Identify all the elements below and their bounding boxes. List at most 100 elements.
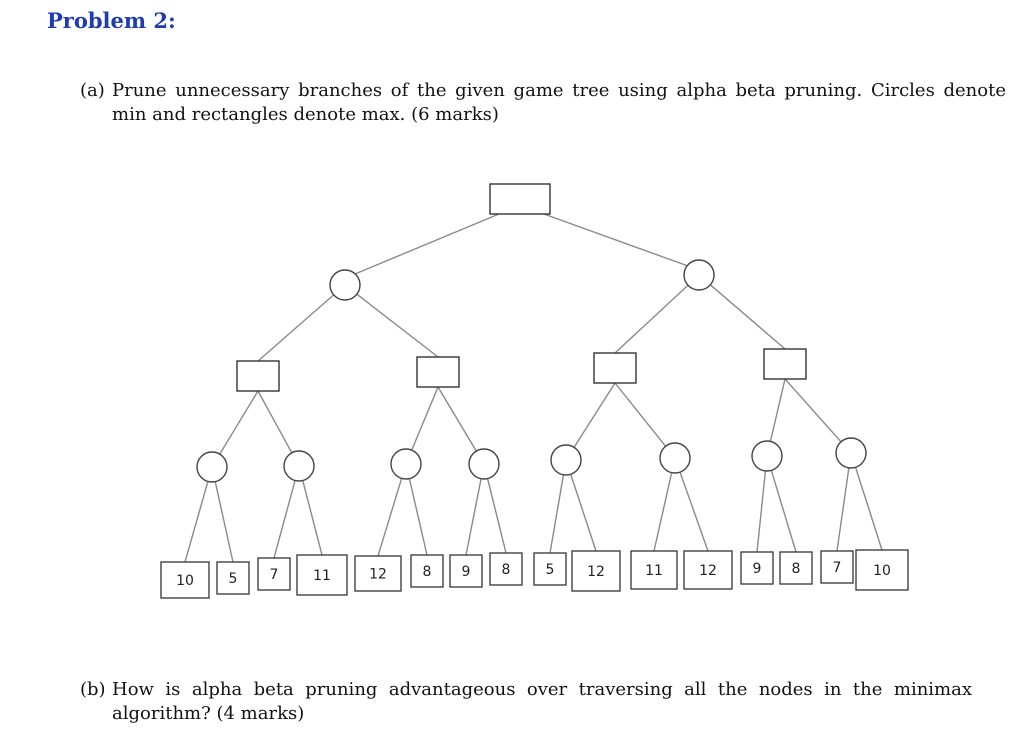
leaf-value: 7: [270, 567, 279, 583]
edge: [836, 467, 850, 552]
leaf-node: 9: [449, 554, 483, 588]
question-part-b: (b) How is alpha beta pruning advantageo…: [80, 678, 980, 728]
leaf-value: 5: [229, 571, 238, 587]
min-node: [390, 448, 422, 480]
leaf-box: [571, 550, 621, 592]
edge: [257, 294, 335, 362]
leaf-value: 10: [176, 573, 194, 589]
max-node: [236, 360, 280, 392]
edge: [614, 284, 689, 354]
leaf-value: 9: [462, 564, 471, 580]
leaf-box: [740, 551, 774, 585]
leaf-box: [410, 554, 444, 588]
leaf-box: [449, 554, 483, 588]
edge: [411, 386, 439, 451]
edge: [756, 470, 767, 553]
leaf-box: [296, 554, 348, 596]
leaf-box: [683, 550, 733, 590]
leaf-node: 11: [630, 550, 678, 590]
edge: [570, 474, 597, 552]
leaf-value: 9: [753, 561, 762, 577]
leaf-node: 7: [257, 557, 291, 591]
edge: [302, 480, 323, 556]
min-node: [751, 440, 783, 472]
problem-heading: Problem 2:: [47, 8, 176, 33]
leaf-box: [630, 550, 678, 590]
edge: [784, 378, 842, 443]
edge: [770, 470, 797, 553]
leaf-box: [855, 549, 909, 591]
edge: [219, 390, 259, 455]
min-node: [659, 442, 691, 474]
leaf-node: 10: [160, 561, 210, 599]
part-a-label: (a): [80, 80, 105, 101]
leaf-box: [216, 561, 250, 595]
leaf-box: [820, 550, 854, 584]
leaf-value: 12: [587, 564, 605, 580]
min-node: [329, 269, 361, 301]
leaf-box: [779, 551, 813, 585]
leaf-value: 11: [645, 563, 663, 579]
max-node: [593, 352, 637, 384]
edge: [377, 478, 403, 557]
leaf-value: 10: [873, 563, 891, 579]
edge: [709, 284, 786, 350]
leaf-value: 8: [423, 564, 432, 580]
part-b-label: (b): [80, 679, 106, 700]
leaf-node: 10: [855, 549, 909, 591]
leaf-value: 8: [792, 561, 801, 577]
leaf-node: 8: [489, 552, 523, 586]
leaf-node: 9: [740, 551, 774, 585]
leaf-node: 8: [779, 551, 813, 585]
max-node: [763, 348, 807, 380]
part-a-text: Prune unnecessary branches of the given …: [112, 80, 1006, 125]
tree-edges: [184, 213, 883, 563]
question-part-a: (a) Prune unnecessary branches of the gi…: [80, 79, 1006, 129]
edge: [543, 213, 689, 267]
edge: [257, 390, 293, 454]
leaf-value: 12: [699, 563, 717, 579]
leaf-value: 7: [833, 560, 842, 576]
leaf-box: [160, 561, 210, 599]
leaf-node: 8: [410, 554, 444, 588]
leaf-value: 8: [502, 562, 511, 578]
edge: [408, 478, 428, 556]
leaf-node: 12: [354, 555, 402, 592]
edge: [214, 481, 234, 563]
min-node: [835, 437, 867, 469]
leaf-node: 7: [820, 550, 854, 584]
edge: [653, 472, 673, 552]
min-node: [196, 451, 228, 483]
edge: [437, 386, 477, 452]
min-node: [550, 444, 582, 476]
part-b-text: How is alpha beta pruning advantageous o…: [112, 679, 972, 724]
leaf-node: 12: [683, 550, 733, 590]
leaf-value: 5: [546, 562, 555, 578]
edge: [679, 471, 709, 552]
leaf-box: [489, 552, 523, 586]
edge: [354, 213, 500, 275]
edge: [486, 478, 507, 554]
leaf-value: 12: [369, 567, 387, 583]
leaf-node: 12: [571, 550, 621, 592]
edge: [573, 382, 616, 448]
edge: [854, 467, 883, 551]
leaf-value: 11: [313, 568, 331, 584]
edge: [273, 480, 296, 559]
edge: [184, 481, 209, 563]
edge: [614, 382, 667, 447]
max-node: [416, 356, 460, 388]
leaf-box: [354, 555, 402, 592]
leaf-box: [257, 557, 291, 591]
tree-nodes: 10 5 7 11 12 8 9 8 5 12 11 12 9 8 7 10: [160, 183, 909, 599]
max-node-root: [489, 183, 551, 215]
min-node: [683, 259, 715, 291]
leaf-node: 5: [533, 552, 567, 586]
leaf-node: 11: [296, 554, 348, 596]
min-node: [283, 450, 315, 482]
edge: [549, 474, 565, 554]
edge: [465, 478, 482, 556]
edge: [356, 293, 439, 358]
leaf-box: [533, 552, 567, 586]
